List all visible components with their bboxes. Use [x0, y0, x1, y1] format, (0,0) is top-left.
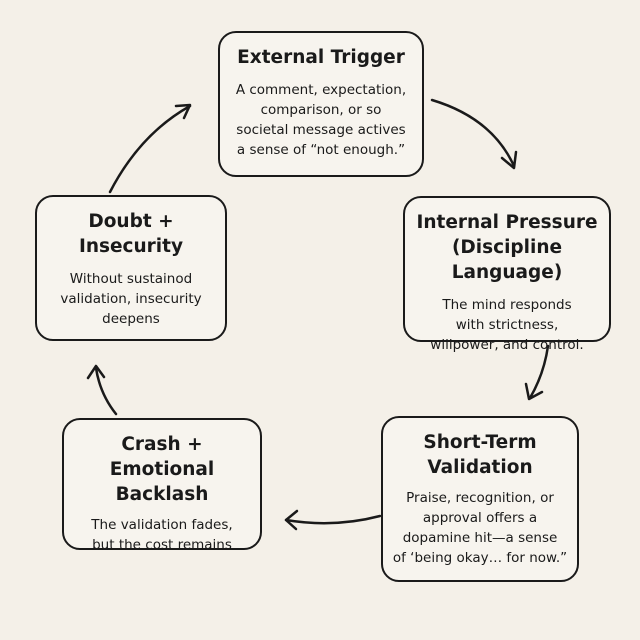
node-title-line: External Trigger [237, 47, 405, 68]
node-description: Praise, recognition, or approval offers … [383, 488, 577, 568]
node-short-term-validation: Short-Term Validation Praise, recognitio… [381, 416, 579, 582]
arrowhead-pressure-to-validation [524, 382, 544, 401]
node-title-line: Internal Pressure [416, 212, 598, 233]
node-description-line: validation, insecurity [60, 291, 202, 307]
node-title-line: Emotional Backlash [109, 459, 215, 505]
node-description-line: A comment, expectation, [235, 82, 407, 98]
arrowhead-trigger-to-pressure [500, 150, 518, 170]
node-title-line: Insecurity [78, 236, 184, 257]
node-title-line: Short-Term [423, 432, 537, 453]
node-title: Doubt + Insecurity [37, 209, 225, 259]
node-description-line: comparison, or so [260, 102, 382, 118]
node-external-trigger: External Trigger A comment, expectation,… [218, 31, 424, 177]
node-title-line: (Discipline Language) [451, 237, 563, 283]
arrow-doubt-to-trigger [108, 104, 192, 194]
node-description: The validation fades, but the cost remai… [64, 515, 260, 555]
node-description-line: approval offers a [422, 510, 538, 526]
node-description: The mind responds with strictness, willp… [405, 295, 609, 355]
arrowhead-doubt-to-trigger [174, 103, 192, 120]
node-description-line: but the cost remains [92, 537, 232, 553]
node-title: Internal Pressure (Discipline Language) [405, 210, 609, 285]
node-description-line: dopamine hit—a sense [402, 530, 558, 546]
node-description-line: of ‘being okay… for now.” [392, 550, 568, 566]
node-description-line: Praise, recognition, or [406, 490, 554, 506]
node-description-line: Without sustainod [69, 271, 193, 287]
node-internal-pressure: Internal Pressure (Discipline Language) … [403, 196, 611, 353]
arrow-crash-to-doubt [94, 366, 118, 416]
node-description-line: with strictness, [455, 317, 559, 333]
node-crash-emotional-backlash: Crash + Emotional Backlash The validatio… [62, 418, 262, 553]
node-description: A comment, expectation, comparison, or s… [220, 80, 422, 160]
node-description-line: willpower, and control. [430, 337, 584, 353]
node-title-line: Validation [427, 457, 533, 478]
arrowhead-validation-to-crash [284, 509, 299, 531]
node-description-line: deepens [102, 311, 160, 327]
arrow-validation-to-crash [284, 514, 382, 525]
node-title-line: Doubt + [88, 211, 174, 232]
node-doubt-insecurity: Doubt + Insecurity Without sustainod val… [35, 195, 227, 341]
node-description-line: The validation fades, [91, 517, 233, 533]
node-description-line: The mind responds [442, 297, 572, 313]
node-description-line: societal message actives [236, 122, 406, 138]
node-title: External Trigger [220, 45, 422, 70]
node-title-line: Crash + [121, 434, 203, 455]
node-description: Without sustainod validation, insecurity… [37, 269, 225, 329]
node-title: Crash + Emotional Backlash [64, 432, 260, 507]
node-title: Short-Term Validation [383, 430, 577, 480]
arrow-pressure-to-validation [528, 344, 550, 400]
arrowhead-crash-to-doubt [86, 364, 106, 380]
node-description-line: a sense of “not enough.” [236, 142, 406, 158]
arrow-trigger-to-pressure [430, 98, 516, 168]
